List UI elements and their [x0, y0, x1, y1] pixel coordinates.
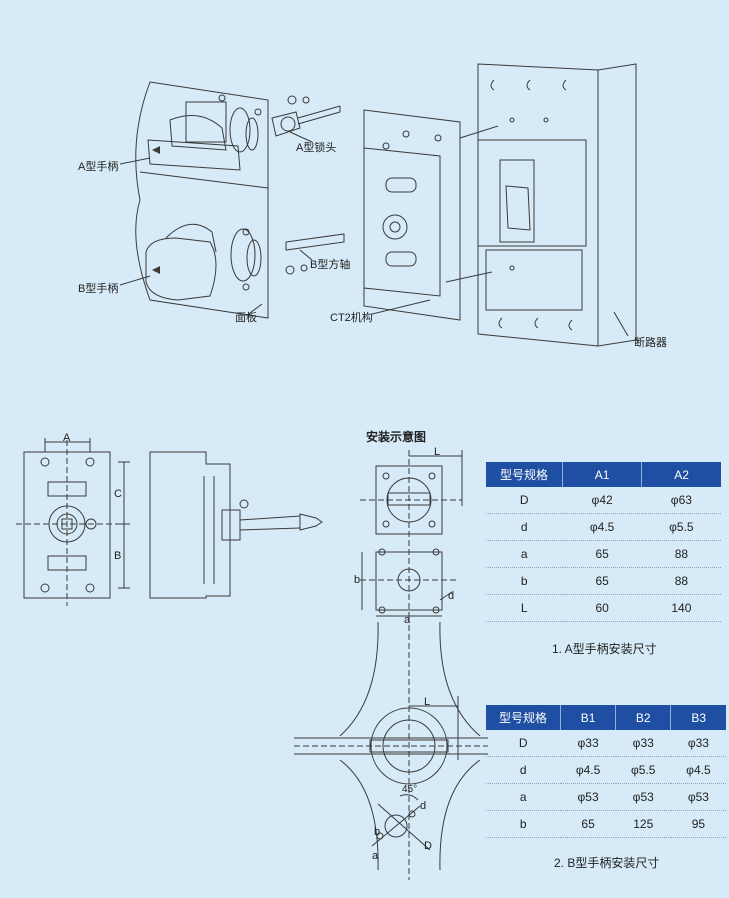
table-cell: φ42: [562, 487, 642, 514]
table-cell: φ5.5: [641, 513, 721, 541]
table-cell: φ33: [615, 730, 671, 757]
table-cell: 95: [670, 810, 726, 838]
dim-L-b: L: [424, 696, 431, 708]
b-handle-shape: [145, 237, 217, 301]
ct2-mechanism-outline: [363, 109, 461, 321]
table-cell: b: [486, 810, 561, 838]
table-row: a 65 88: [486, 540, 721, 568]
label-a-handle: A型手柄: [78, 161, 119, 173]
table-row: L 60 140: [486, 594, 721, 622]
table-b-header-2: B2: [615, 705, 672, 730]
panel-outline: [135, 81, 269, 319]
table-a-caption: 1. A型手柄安装尺寸: [552, 642, 657, 656]
table-cell: φ53: [670, 783, 726, 811]
table-cell: 65: [562, 540, 642, 568]
label-panel: 面板: [235, 312, 257, 324]
table-row: D φ42 φ63: [486, 487, 721, 514]
label-ct2: CT2机构: [330, 312, 373, 324]
table-cell: 65: [560, 810, 616, 838]
table-row: d φ4.5 φ5.5 φ4.5: [486, 756, 726, 784]
table-cell: φ4.5: [562, 513, 642, 541]
label-a-lock: A型锁头: [296, 142, 337, 154]
dim-angle: 45°: [402, 784, 418, 795]
table-cell: 60: [562, 594, 642, 622]
table-cell: d: [486, 513, 563, 541]
dim-A: A: [63, 432, 71, 444]
table-cell: D: [486, 730, 561, 757]
table-b-caption: 2. B型手柄安装尺寸: [554, 856, 660, 870]
table-cell: φ53: [615, 783, 671, 811]
dim-d-a: d: [448, 590, 455, 602]
dim-a-a: a: [404, 614, 411, 626]
table-cell: b: [486, 567, 563, 595]
table-cell: 65: [562, 567, 642, 595]
table-cell: 125: [615, 810, 671, 838]
label-breaker: 断路器: [634, 337, 667, 349]
table-cell: φ4.5: [560, 756, 616, 784]
b-install-curves: [339, 621, 481, 737]
table-cell: 88: [641, 567, 721, 595]
dim-B: B: [114, 550, 122, 562]
table-a: 型号规格 A1 A2 D φ42 φ63 d φ4.5 φ5.5 a 65 88…: [486, 462, 721, 622]
breaker-outline: [477, 63, 637, 347]
table-cell: L: [486, 594, 563, 622]
a-handle-shape: [147, 139, 241, 171]
table-row: a φ53 φ53 φ53: [486, 783, 726, 811]
table-a-header-1: A1: [562, 462, 643, 487]
table-b-header-3: B3: [670, 705, 726, 730]
table-cell: φ33: [670, 730, 726, 757]
table-a-header-2: A2: [641, 462, 721, 487]
table-cell: d: [486, 756, 561, 784]
table-a-header-0: 型号规格: [486, 462, 563, 487]
table-cell: a: [486, 540, 563, 568]
table-b-header-0: 型号规格: [486, 705, 561, 730]
table-b-header-1: B1: [560, 705, 617, 730]
table-row: b 65 125 95: [486, 810, 726, 838]
table-cell: φ4.5: [670, 756, 726, 784]
table-cell: a: [486, 783, 561, 811]
dim-L-a: L: [434, 446, 441, 458]
table-cell: 88: [641, 540, 721, 568]
table-row: b 65 88: [486, 567, 721, 595]
dim-b-a: b: [354, 574, 361, 586]
table-cell: φ5.5: [615, 756, 671, 784]
install-title: 安装示意图: [366, 430, 427, 444]
dim-C: C: [114, 488, 122, 500]
dim-D-b: D: [424, 840, 432, 852]
table-row: D φ33 φ33 φ33: [486, 730, 726, 757]
dim-d-b: d: [420, 800, 427, 812]
dim-a-b: a: [372, 850, 379, 862]
side-view: [149, 451, 231, 599]
table-b: 型号规格 B1 B2 B3 D φ33 φ33 φ33 d φ4.5 φ5.5 …: [486, 705, 726, 838]
dim-b-b: b: [374, 826, 381, 838]
label-b-handle: B型手柄: [78, 283, 119, 295]
table-cell: φ53: [560, 783, 616, 811]
table-cell: 140: [641, 594, 721, 622]
table-cell: D: [486, 487, 563, 514]
table-cell: φ33: [560, 730, 616, 757]
label-b-shaft: B型方轴: [310, 259, 351, 271]
table-row: d φ4.5 φ5.5: [486, 513, 721, 541]
table-cell: φ63: [641, 487, 721, 514]
